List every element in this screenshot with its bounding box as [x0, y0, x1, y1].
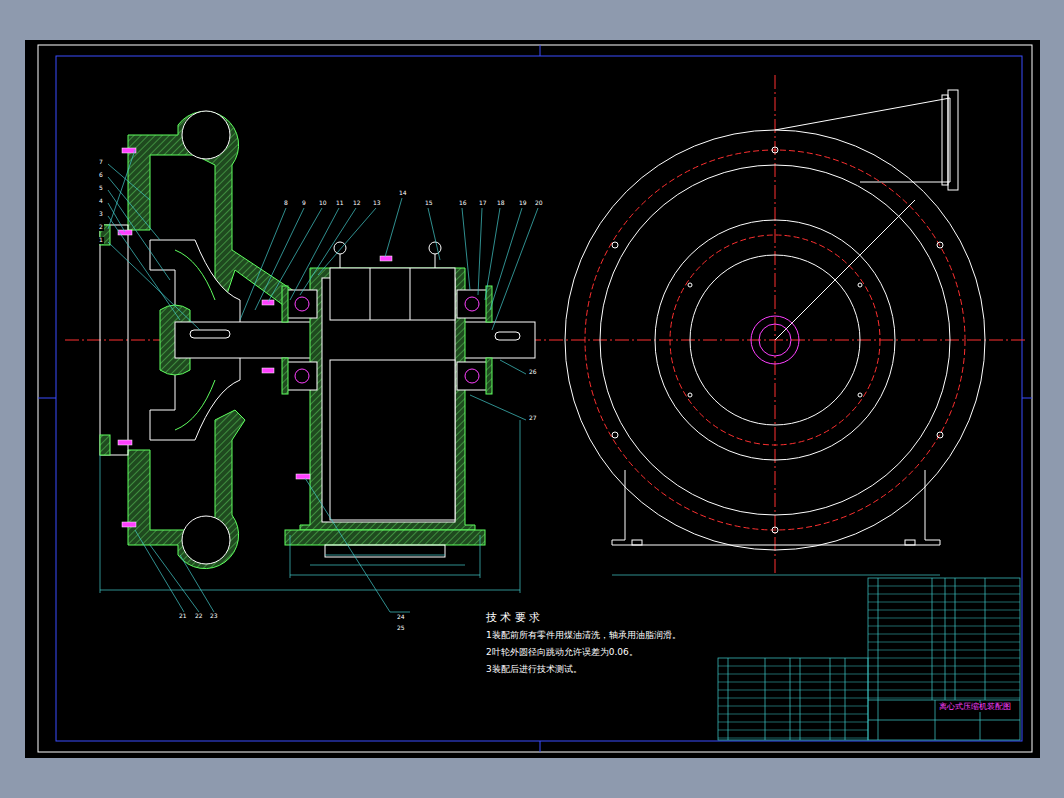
table-row-line [868, 602, 1020, 603]
table-row-line [718, 738, 868, 739]
table-row-line [868, 610, 1020, 611]
callout-number: 15 [424, 200, 434, 207]
callout-number: 7 [98, 159, 104, 166]
callout-number: 27 [528, 415, 538, 422]
table-row-line [868, 674, 1020, 675]
sheet-background [25, 40, 1040, 758]
inner-frame [56, 56, 1022, 741]
table-row-line [718, 682, 868, 683]
callout-number: 19 [518, 200, 528, 207]
table-row-line [718, 674, 868, 675]
table-row-line [868, 586, 1020, 587]
title-block [718, 578, 1020, 740]
callout-number: 17 [478, 200, 488, 207]
table-row-line [718, 698, 868, 699]
callout-number: 13 [372, 200, 382, 207]
note-line: 3装配后进行技术测试。 [485, 665, 583, 675]
callout-number: 25 [396, 625, 406, 632]
table-row-line [718, 690, 868, 691]
callout-number: 10 [318, 200, 328, 207]
callout-number: 8 [283, 200, 289, 207]
table-row-line [718, 714, 868, 715]
table-row-line [868, 642, 1020, 643]
table-row-line [718, 730, 868, 731]
table-row-line [868, 690, 1020, 691]
section-view [100, 111, 538, 612]
callout-number: 26 [528, 369, 538, 376]
end-view [565, 90, 985, 575]
table-row-line [718, 666, 868, 667]
callout-number: 2 [98, 224, 104, 231]
table-row-line [868, 650, 1020, 651]
callout-number: 23 [209, 613, 219, 620]
table-row-line [868, 594, 1020, 595]
callout-number: 9 [301, 200, 307, 207]
callout-number: 16 [458, 200, 468, 207]
callout-number: 6 [98, 172, 104, 179]
table-row-line [868, 626, 1020, 627]
table-row-line [868, 698, 1020, 699]
callout-number: 11 [335, 200, 345, 207]
table-row-line [868, 682, 1020, 683]
callout-number: 20 [534, 200, 544, 207]
table-rows [718, 586, 1020, 738]
note-line: 1装配前所有零件用煤油清洗，轴承用油脂润滑。 [485, 631, 682, 641]
callout-number: 5 [98, 185, 104, 192]
callout-number: 4 [98, 198, 104, 205]
frame-ticks [38, 45, 1032, 752]
callout-number: 24 [396, 614, 406, 621]
callout-number: 14 [398, 190, 408, 197]
outer-frame [38, 45, 1032, 752]
note-heading: 技 术 要 求 [485, 612, 542, 624]
note-line: 2叶轮外圆径向跳动允许误差为0.06。 [485, 648, 639, 658]
table-row-line [718, 722, 868, 723]
callout-number: 12 [352, 200, 362, 207]
callout-number: 3 [98, 211, 104, 218]
callout-number: 21 [178, 613, 188, 620]
leader-lines [108, 150, 538, 612]
drawing-title: 离心式压缩机装配图 [938, 703, 1012, 712]
table-row-line [868, 666, 1020, 667]
table-row-line [718, 706, 868, 707]
table-row-line [868, 658, 1020, 659]
callout-number: 1 [98, 237, 104, 244]
callout-number: 22 [194, 613, 204, 620]
table-row-line [868, 618, 1020, 619]
callout-number: 18 [496, 200, 506, 207]
table-row-line [868, 634, 1020, 635]
